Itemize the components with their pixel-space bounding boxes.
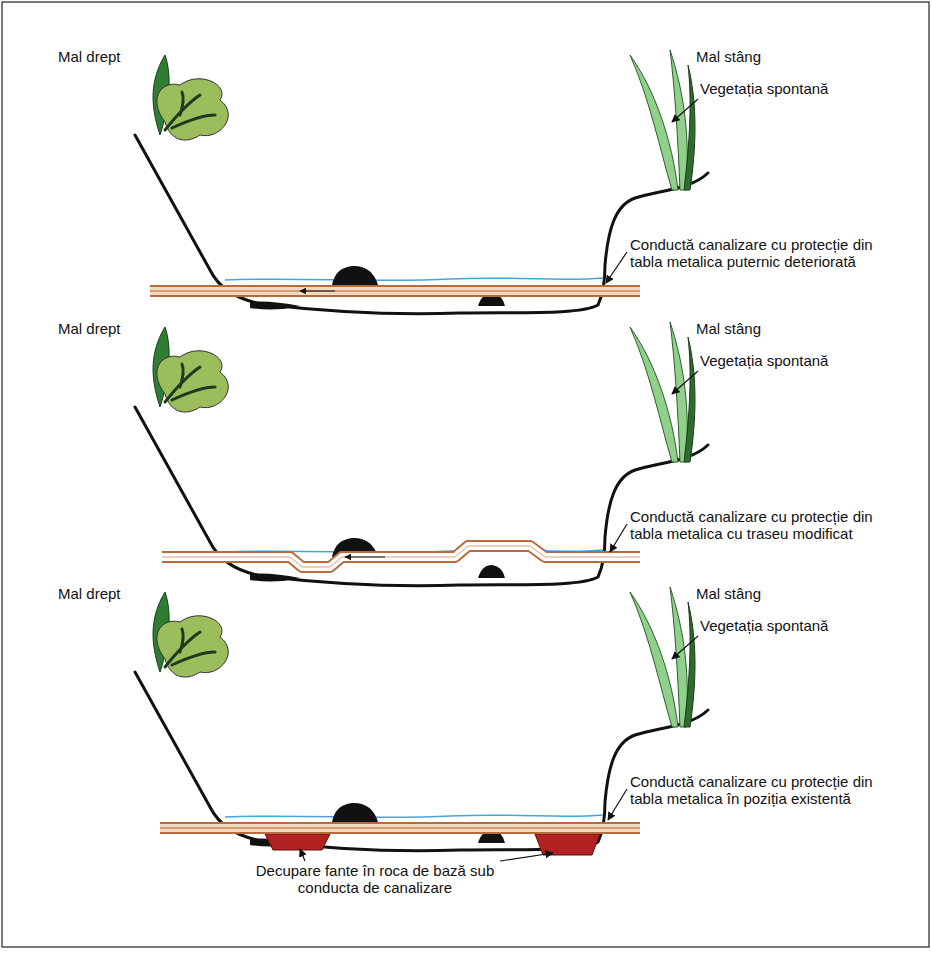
- vegetation-label: Vegetația spontană: [700, 617, 900, 634]
- bank-label: Mal drept: [58, 320, 218, 337]
- frame: [2, 2, 929, 947]
- pipe-label-box: Conductă canalizare cu protecție din tab…: [630, 773, 875, 808]
- bank-label-box: Mal stâng: [696, 48, 896, 65]
- bank-label-box: Mal stâng: [696, 585, 896, 602]
- vegetation-label: Vegetația spontană: [700, 80, 900, 97]
- pipe-label: Conductă canalizare cu protecție din tab…: [630, 508, 875, 543]
- pipe-label-box: Conductă canalizare cu protecție din tab…: [630, 236, 875, 271]
- vegetation-label: Vegetația spontană: [700, 352, 900, 369]
- cut-label-box: Decupare fante în roca de bază sub condu…: [250, 862, 500, 897]
- vegetation-label-box: Vegetația spontană: [700, 80, 900, 97]
- bank-label: Mal drept: [58, 48, 218, 65]
- cut-label: Decupare fante în roca de bază sub condu…: [250, 862, 500, 897]
- bank-label: Mal drept: [58, 585, 218, 602]
- vegetation-label-box: Vegetația spontană: [700, 352, 900, 369]
- pipe-label: Conductă canalizare cu protecție din tab…: [630, 773, 875, 808]
- bank-label-box: Mal drept: [58, 320, 218, 337]
- bank-label-box: Mal drept: [58, 48, 218, 65]
- bank-label: Mal stâng: [696, 48, 896, 65]
- vegetation-label-box: Vegetația spontană: [700, 617, 900, 634]
- river-section: [135, 587, 708, 851]
- pipe-existing: [160, 789, 640, 861]
- pipe-rerouted: [162, 524, 640, 567]
- river-section: [135, 322, 708, 586]
- bank-label-box: Mal stâng: [696, 320, 896, 337]
- bank-label: Mal stâng: [696, 585, 896, 602]
- pipe-label: Conductă canalizare cu protecție din tab…: [630, 236, 875, 271]
- bank-label: Mal stâng: [696, 320, 896, 337]
- river-section: [135, 50, 708, 314]
- pipe-damaged: [150, 252, 640, 296]
- pipe-label-box: Conductă canalizare cu protecție din tab…: [630, 508, 875, 543]
- bank-label-box: Mal drept: [58, 585, 218, 602]
